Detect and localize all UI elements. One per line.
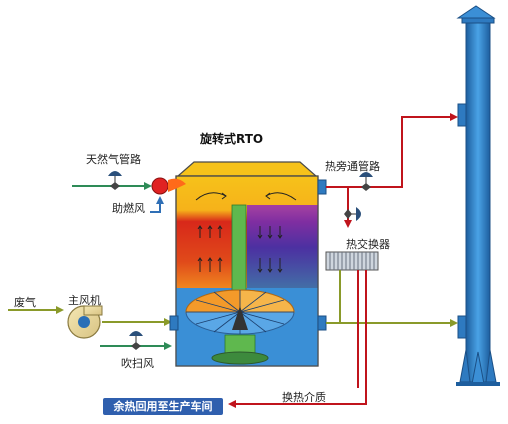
waste-heat-banner: 余热回用至生产车间	[103, 398, 223, 415]
main-fan-label: 主风机	[68, 294, 101, 307]
heat-exchanger	[325, 251, 379, 271]
flow-arrows	[195, 192, 297, 273]
purge-air-label: 吹扫风	[121, 357, 154, 370]
heat-medium-label: 换热介质	[282, 391, 326, 404]
outlet-to-stack-line	[317, 270, 458, 331]
chimney-stack	[456, 5, 500, 386]
heat-exchanger-label: 热交换器	[346, 238, 390, 251]
purge-air-line	[100, 331, 172, 350]
main-fan	[67, 305, 103, 339]
combustion-air-line	[150, 196, 164, 213]
diagram-title: 旋转式RTO	[200, 132, 264, 146]
bypass-label: 热旁通管路	[325, 160, 380, 173]
natural-gas-line	[72, 171, 152, 190]
natural-gas-label: 天然气管路	[86, 153, 141, 166]
combustion-air-label: 助燃风	[112, 202, 145, 215]
exhaust-gas-label: 废气	[14, 296, 36, 309]
heat-medium-line	[228, 270, 367, 408]
rotary-valve	[185, 289, 295, 335]
burner	[151, 177, 186, 195]
bypass-line	[317, 113, 458, 195]
exhaust-inlet-line	[8, 306, 179, 331]
rto-vessel	[175, 161, 319, 367]
heat-exchanger-branch	[344, 187, 361, 228]
